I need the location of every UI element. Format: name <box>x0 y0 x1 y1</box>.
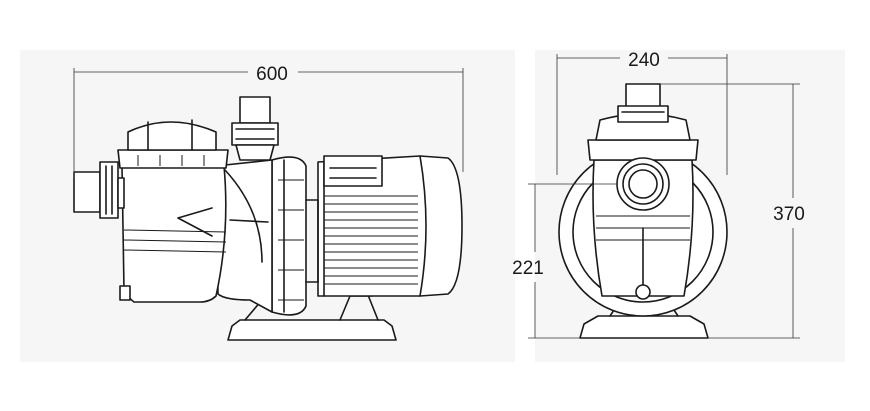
dim-side-length: 600 <box>256 64 288 85</box>
drain-plug-icon <box>635 284 651 300</box>
pump-flange <box>271 156 319 316</box>
dimension-lines <box>73 54 800 339</box>
pump-housing <box>215 159 273 313</box>
pump-side-view <box>73 96 463 341</box>
front-outlet-port <box>617 83 669 123</box>
dim-front-width: 240 <box>628 50 660 71</box>
pump-front-view <box>558 83 728 339</box>
terminal-box <box>323 155 383 187</box>
front-inlet-port <box>616 157 670 211</box>
strainer-basket <box>117 119 229 303</box>
motor-body <box>317 155 463 297</box>
inlet-port <box>73 161 125 219</box>
front-base <box>579 315 709 339</box>
outlet-port <box>231 96 279 161</box>
dim-axis-height: 221 <box>512 258 544 279</box>
dim-front-height: 370 <box>773 204 805 225</box>
